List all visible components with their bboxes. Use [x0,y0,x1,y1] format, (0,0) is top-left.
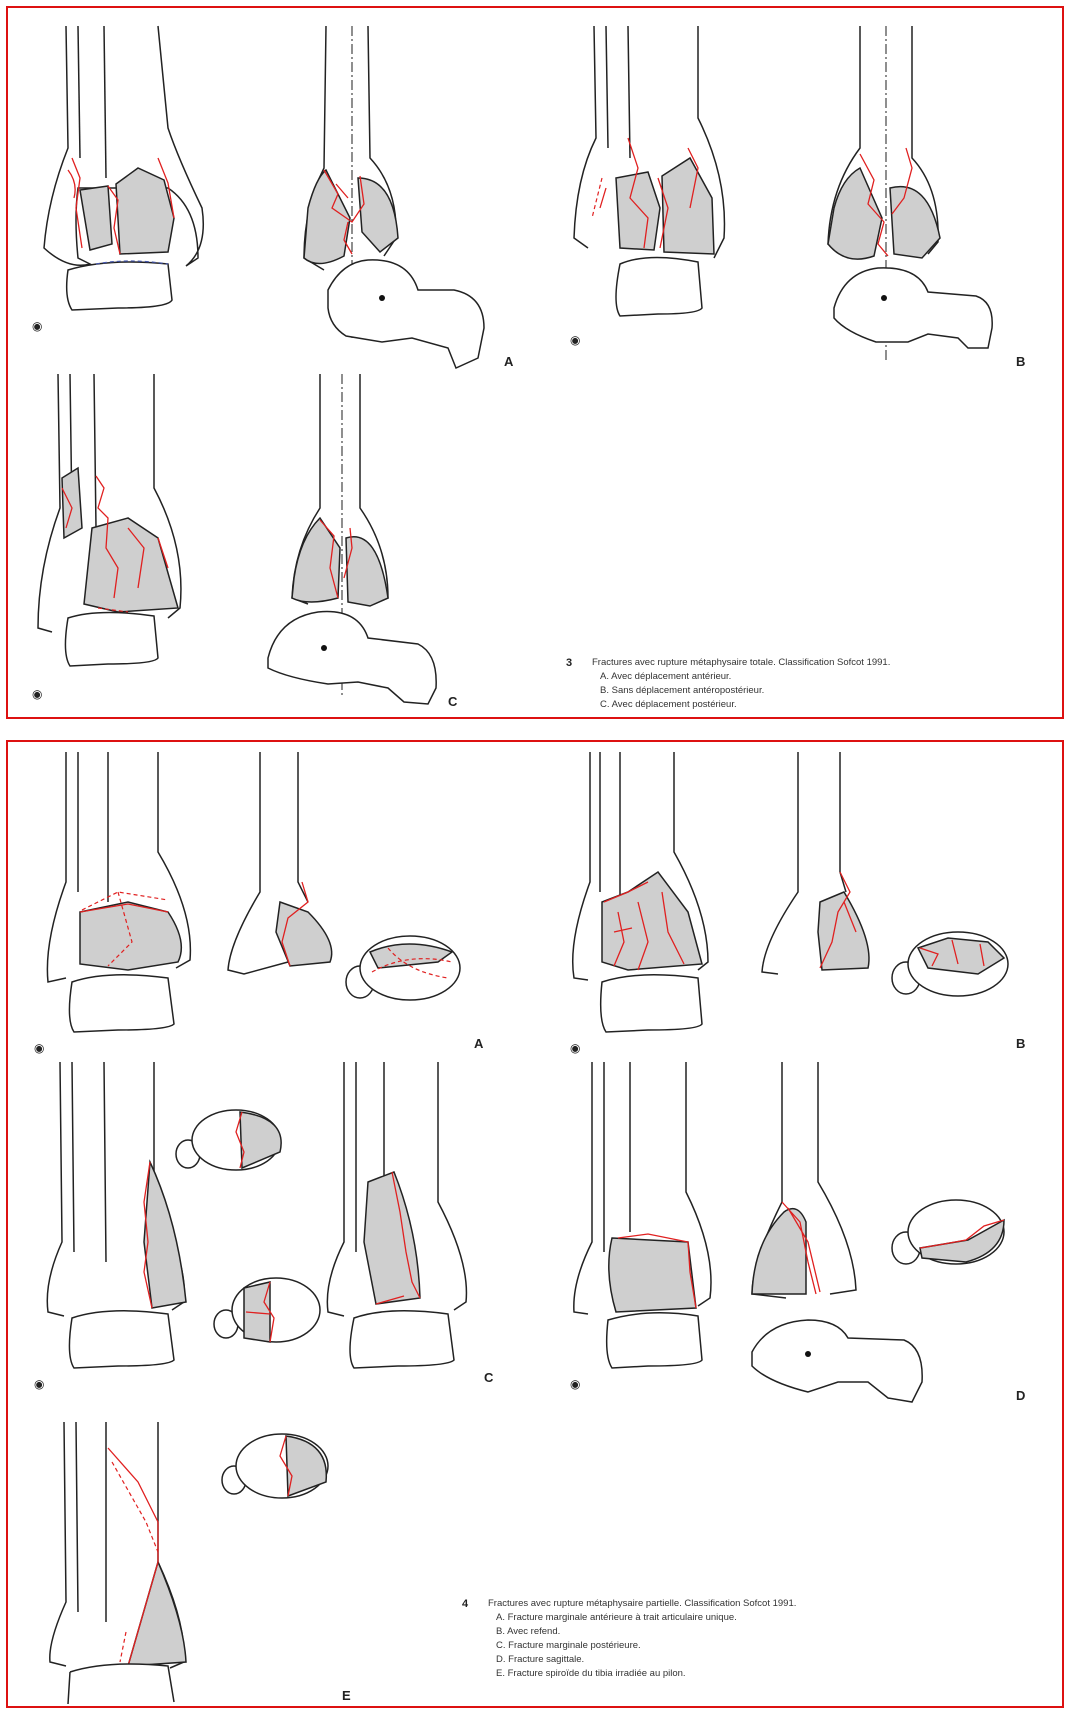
eye-icon: ◉ [570,1377,580,1391]
figure-3-number: 3 [566,656,572,670]
figure-3-title: Fractures avec rupture métaphysaire tota… [592,656,1046,670]
figure-3a-lateral-view: A [304,26,514,369]
figure-4a-lateral-view [228,752,332,974]
figure-4b-axial-view: B [892,932,1025,1051]
figure-4c-front-view-2: C [327,1062,494,1385]
eye-icon: ◉ [570,333,580,347]
figure-4a-axial-view: A [346,936,484,1051]
figure-3-label-b: B [1016,354,1025,369]
figure-4-item-b: B. Avec refend. [496,1625,982,1639]
figure-4-label-e: E [342,1688,351,1703]
eye-icon: ◉ [34,1041,44,1055]
figure-4-item-a: A. Fracture marginale antérieure à trait… [496,1611,982,1625]
figure-4d-front-view: ◉ [570,1062,711,1391]
figure-4-drawings: ◉ A ◉ B ◉ [8,742,1065,1710]
figure-3b-front-view: ◉ [570,26,724,347]
figure-3-label-c: C [448,694,458,709]
eye-icon: ◉ [34,1377,44,1391]
eye-icon: ◉ [32,687,42,701]
figure-4-title: Fractures avec rupture métaphysaire part… [488,1597,982,1611]
figure-3-item-c: C. Avec déplacement postérieur. [600,698,1046,712]
figure-3-label-a: A [504,354,514,369]
figure-3-panel: ◉ A ◉ B ◉ [6,6,1064,719]
figure-4a-front-view: ◉ [34,752,190,1055]
figure-4b-front-view: ◉ [570,752,708,1055]
figure-4b-lateral-view [762,752,869,974]
figure-4-panel: ◉ A ◉ B ◉ [6,740,1064,1708]
figure-4-item-c: C. Fracture marginale postérieure. [496,1639,982,1653]
figure-4-caption: 4 Fractures avec rupture métaphysaire pa… [462,1597,982,1681]
eye-icon: ◉ [570,1041,580,1055]
figure-4-label-c: C [484,1370,494,1385]
figure-3-drawings: ◉ A ◉ B ◉ [8,8,1065,721]
figure-3-item-a: A. Avec déplacement antérieur. [600,670,1046,684]
figure-4d-lateral-view [752,1062,922,1402]
figure-4c-axial-view-2 [214,1278,320,1342]
figure-3-caption: 3 Fractures avec rupture métaphysaire to… [566,656,1046,712]
figure-4-label-a: A [474,1036,484,1051]
figure-4-item-e: E. Fracture spiroïde du tibia irradiée a… [496,1667,982,1681]
figure-3c-lateral-view: C [268,374,458,709]
figure-4-label-b: B [1016,1036,1025,1051]
figure-4-number: 4 [462,1597,468,1611]
figure-3a-front-view: ◉ [32,26,203,333]
figure-4c-axial-view-1 [176,1110,281,1170]
figure-4c-front-view-1: ◉ [34,1062,186,1391]
figure-4-item-d: D. Fracture sagittale. [496,1653,982,1667]
figure-3-item-b: B. Sans déplacement antéropostérieur. [600,684,1046,698]
figure-3b-lateral-view: B [828,26,1025,369]
figure-3c-front-view: ◉ [32,374,181,701]
figure-4-label-d: D [1016,1388,1025,1403]
figure-4e-axial-view [222,1434,328,1498]
eye-icon: ◉ [32,319,42,333]
